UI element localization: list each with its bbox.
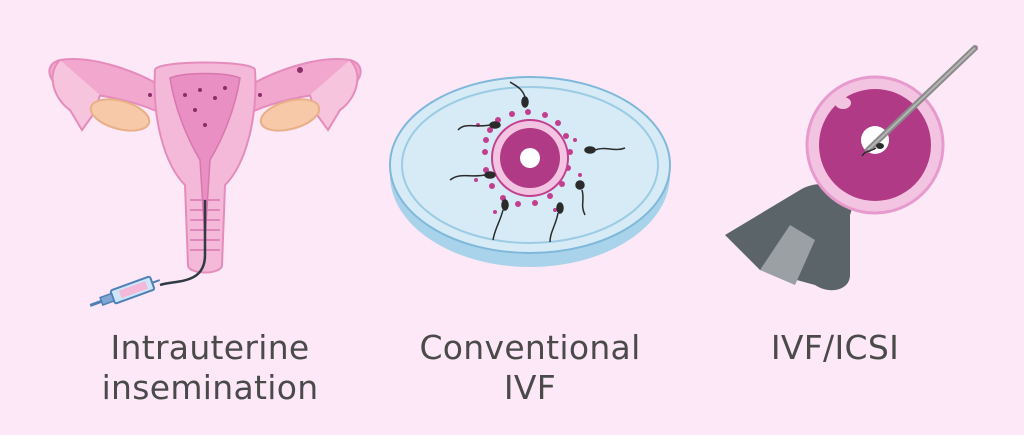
pipette-highlight	[760, 225, 815, 285]
right-tube	[233, 58, 362, 117]
dish-inner-ring	[401, 86, 659, 244]
left-fimbriae	[51, 59, 101, 132]
caption-line: IVF	[503, 368, 557, 407]
caption-ivf-icsi: IVF/ICSI	[720, 328, 950, 368]
right-fimbriae	[309, 59, 359, 132]
uterus-illustration	[48, 58, 362, 287]
catheter-line	[159, 200, 207, 287]
polar-body	[835, 97, 851, 109]
left-ovary	[89, 98, 151, 132]
caption-line: Conventional	[419, 328, 641, 367]
needle-shine	[867, 47, 976, 151]
injected-sperm-tail	[861, 147, 877, 157]
caption-intrauterine-insemination: Intrauterine insemination	[90, 328, 330, 408]
icsi-illustration	[725, 45, 978, 291]
sperm-cells	[449, 81, 626, 243]
uterine-cavity	[169, 72, 241, 241]
left-tube	[48, 58, 177, 117]
egg-nucleus	[520, 148, 540, 168]
right-ovary	[259, 98, 321, 132]
injected-sperm	[876, 143, 884, 149]
syringe-icon	[89, 275, 161, 307]
caption-line: Intrauterine	[110, 328, 310, 367]
sperm-dots	[148, 67, 303, 127]
caption-line: insemination	[101, 368, 319, 407]
caption-conventional-ivf: Conventional IVF	[400, 328, 660, 408]
caption-line: IVF/ICSI	[770, 328, 900, 367]
petri-dish-illustration	[389, 76, 671, 267]
